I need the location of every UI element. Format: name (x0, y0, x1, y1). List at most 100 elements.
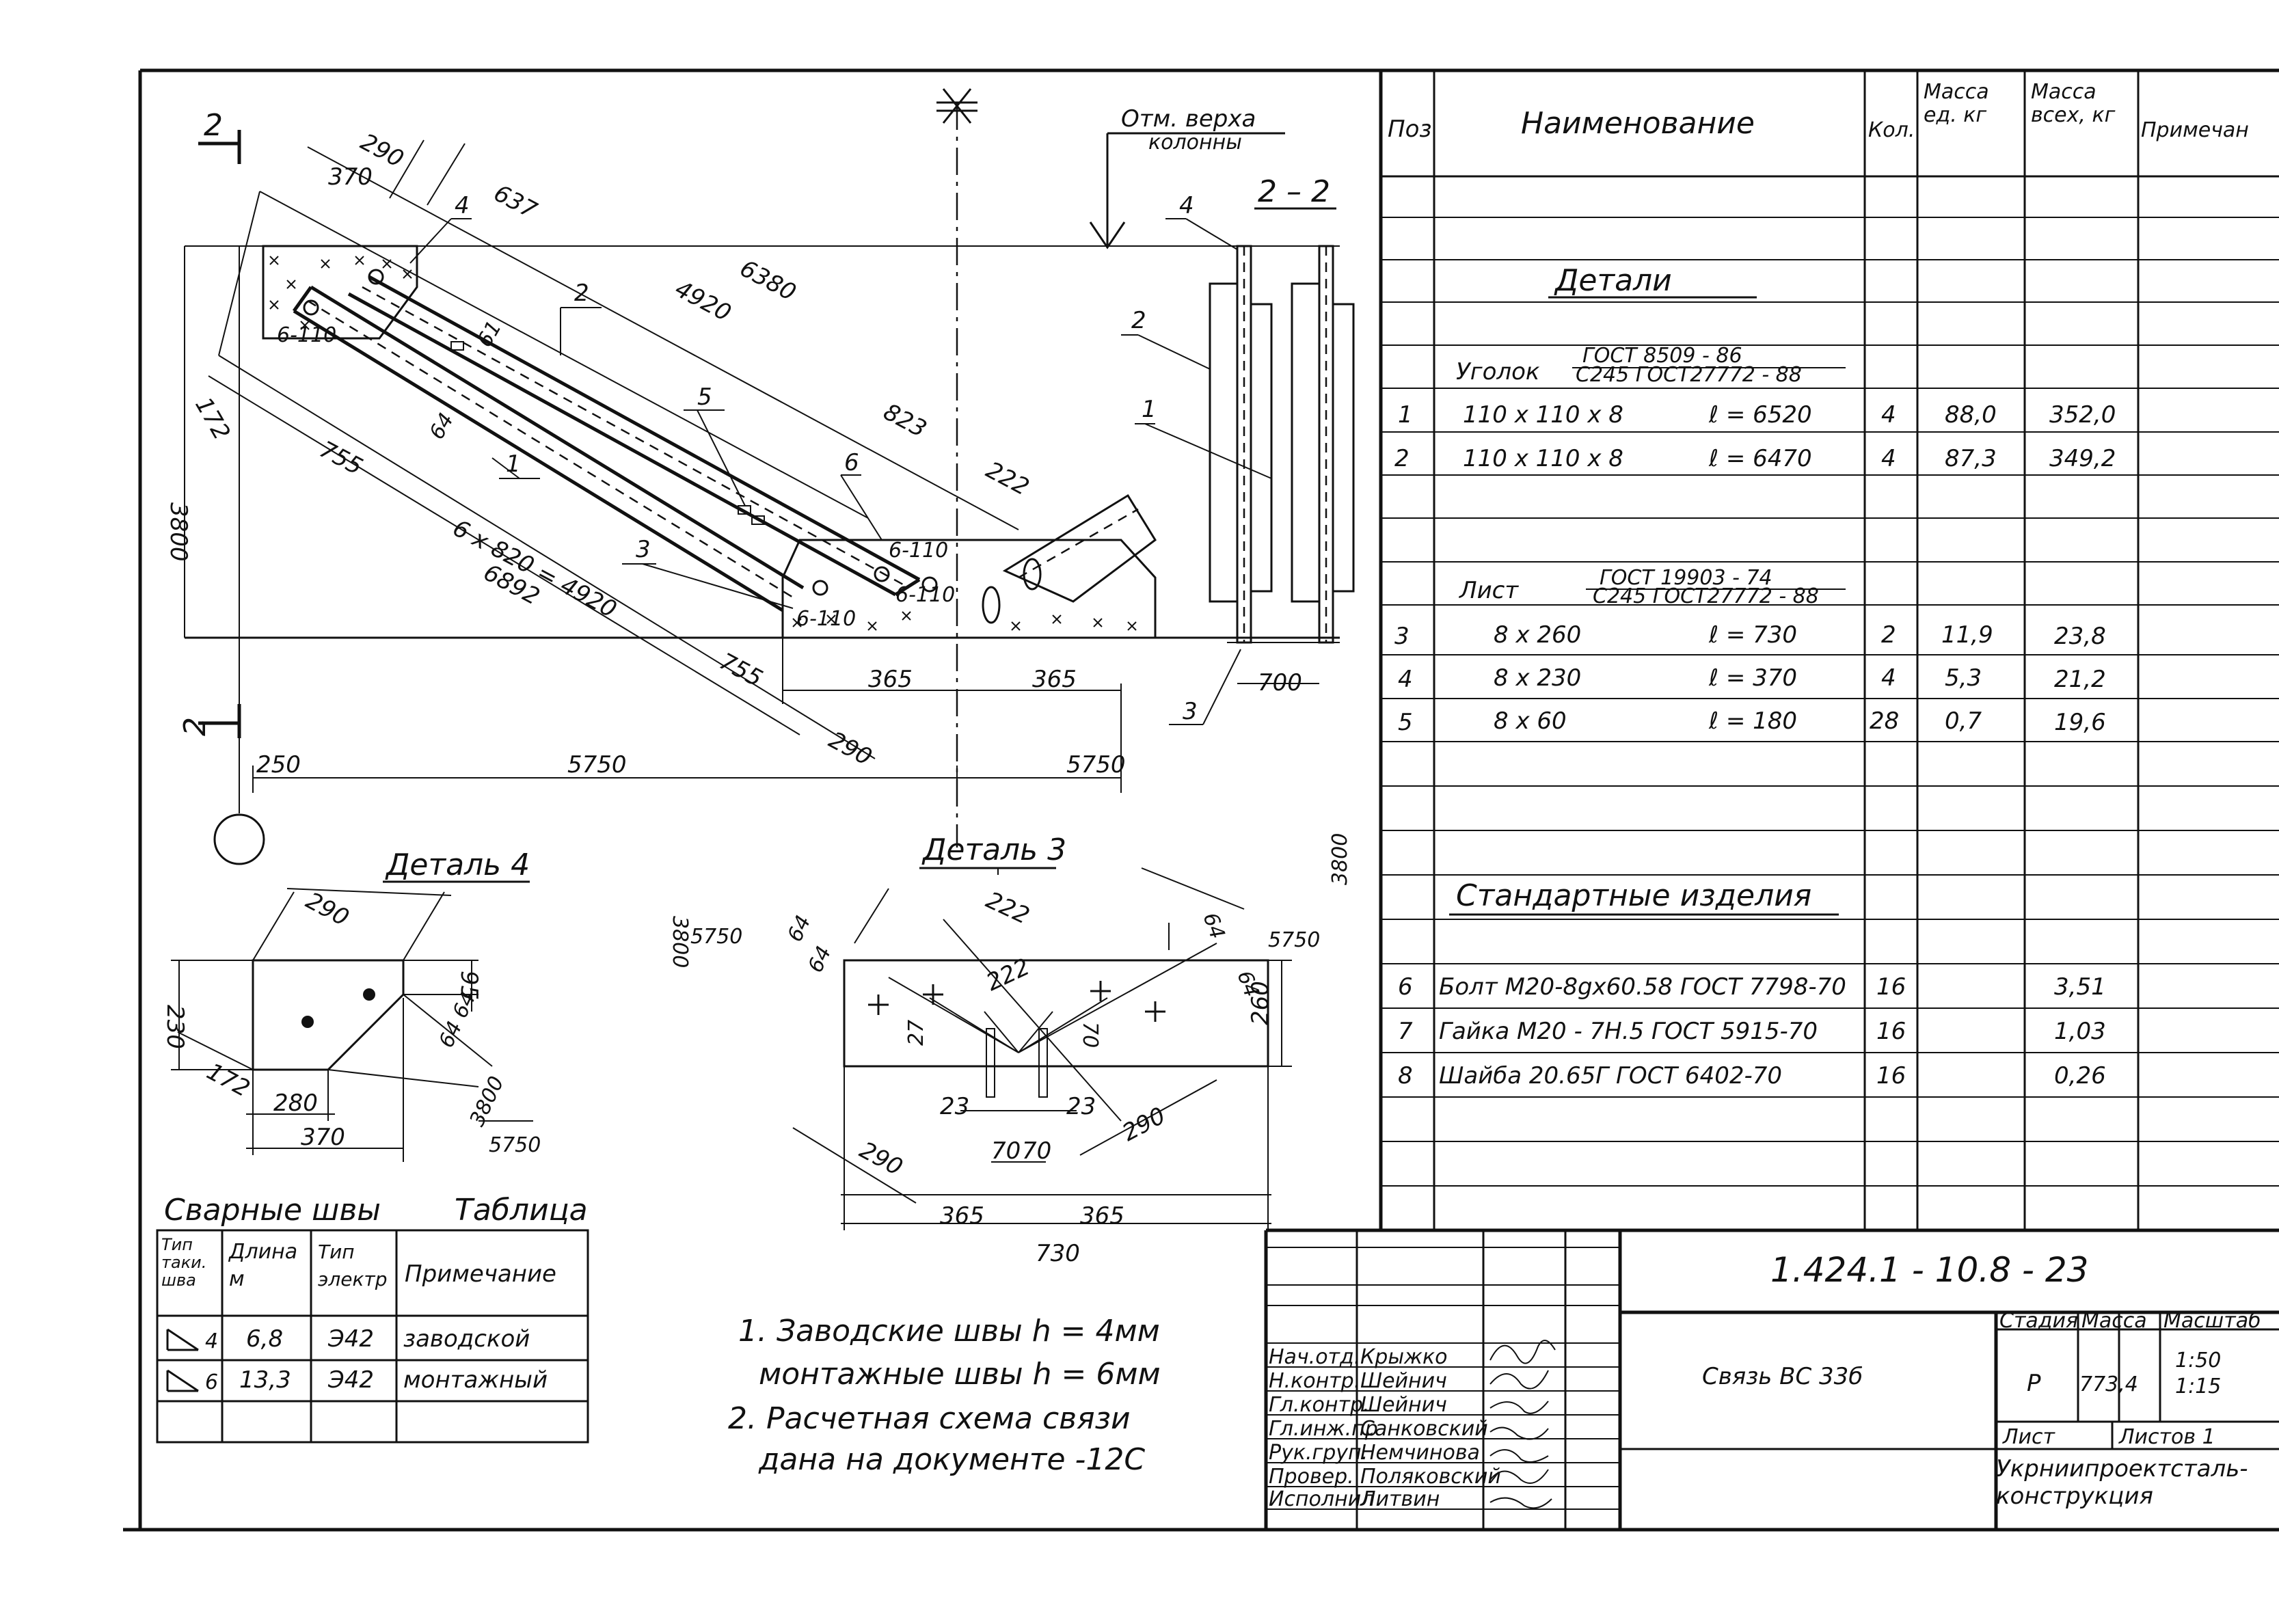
label-spec-rows-7-pos: 8 (1398, 1062, 1413, 1090)
label-drawing-dimensions-d6x820: 6 х 820 = 4920 (448, 515, 621, 624)
label-detail3-dims-b222a: 222 (982, 887, 1034, 930)
label-title-block-mass-h: Масса (2081, 1309, 2147, 1333)
label-spec-rows-3-pos: 4 (1398, 666, 1413, 693)
spec-header-name: Наименование (1521, 106, 1755, 141)
label-spec-rows-1-total: 349,2 (2049, 445, 2116, 472)
label-detail3-dims-b260: 260 (1247, 981, 1274, 1025)
signatures: Нач.отд. Крыжко Н.контр. Шейнич Гл.контр… (1269, 1345, 1501, 1511)
detail-3: Деталь 3 (668, 833, 1352, 1267)
label-title-block-sheet-h: Лист (2002, 1425, 2056, 1449)
label-title-block-people-4-name: Немчинова (1360, 1441, 1480, 1465)
label-title-block-stage-h: Стадия (1999, 1309, 2078, 1333)
label-spec-rows-4-total: 19,6 (2054, 709, 2106, 736)
label-spec-rows-5-total: 3,51 (2054, 973, 2106, 1001)
label-welds-rows-1-note: монтажный (403, 1366, 548, 1394)
label-spec-rows-0-pos: 1 (1398, 401, 1413, 429)
label-spec-rows-4-name: 8 х 60 (1494, 707, 1567, 735)
label-spec-rows-0-len: ℓ = 6520 (1708, 401, 1812, 429)
label-title-block-scale-h: Масштаб (2163, 1309, 2261, 1333)
label-spec-rows-1-unit: 87,3 (1945, 445, 1997, 472)
label-title-block-people-6-name: Литвин (1360, 1487, 1440, 1511)
pos-label-4: 4 (455, 192, 470, 219)
weld-header-length: Длина м (229, 1240, 298, 1291)
label-title-block-scale1: 1:50 (2175, 1349, 2221, 1372)
label-spec-rows-6-qty: 16 (1876, 1018, 1906, 1045)
label-drawing-dimensions-d370: 370 (328, 163, 373, 191)
label-spec-rows-1-qty: 4 (1881, 445, 1896, 472)
label-title-block-people-3-role: Гл.инж.пр (1269, 1417, 1378, 1441)
label-drawing-dimensions-d172: 172 (189, 393, 235, 445)
label-spec-rows-7-name: Шайба 20.65Г ГОСТ 6402-70 (1439, 1062, 1782, 1090)
label-welds-rows-0-type: 4 (205, 1329, 218, 1353)
section-title: 2 – 2 (1258, 174, 1330, 209)
label-drawing-dimensions-d6380: 6380 (736, 255, 800, 307)
label-spec-sheet-std-bottom: С245 ГОСТ27772 - 88 (1593, 584, 1819, 608)
label-drawing-dimensions-d3800: 3800 (165, 502, 192, 562)
label-drawing-dimensions-d365-b: 365 (1032, 666, 1077, 693)
label-spec-rows-6-total: 1,03 (2054, 1018, 2106, 1045)
welds-title: Сварные швы (164, 1193, 381, 1228)
label-spec-rows-4-unit: 0,7 (1945, 707, 1982, 735)
section-mark-top: 2 (198, 108, 241, 164)
axis-marker-circle (213, 813, 265, 865)
label-welds-rows-1-length: 13,3 (239, 1366, 291, 1394)
label-drawing-section-mark: 2 (178, 717, 213, 736)
section-2-2: 2 – 2 700 4 2 1 3 (1121, 174, 1355, 725)
label-detail3-dims-b3800r: 3800 (1328, 833, 1352, 885)
label-detail3-dims-b27: 27 (904, 1020, 928, 1046)
spec-angle-label: Уголок (1456, 358, 1540, 385)
pos-label-6: 6 (844, 449, 859, 476)
label-spec-rows-2-unit: 11,9 (1941, 621, 1993, 649)
label-spec-angle-std-bottom: С245 ГОСТ27772 - 88 (1576, 363, 1802, 387)
label-detail4-dims-a172: 172 (202, 1058, 254, 1103)
label-detail3-dims-b64c: 64 (1198, 910, 1229, 943)
detail4-title: Деталь 4 (385, 848, 530, 882)
label-spec-rows-3-qty: 4 (1881, 664, 1896, 692)
label-drawing-section-positions-1: 2 (1131, 307, 1146, 334)
weld-table: Сварные швы Таблица Тип таки. шва Длина … (156, 1193, 589, 1444)
label-spec-rows-2-len: ℓ = 730 (1708, 621, 1797, 649)
detail-4: Деталь 4 290 230 95 172 (161, 848, 541, 1162)
label-title-block-people-4-role: Рук.груп. (1269, 1441, 1368, 1465)
spec-header-note: Примечан (2141, 118, 2249, 142)
label-drawing-dimensions-d365-a: 365 (868, 666, 913, 693)
label-welds-rows-0-length: 6,8 (246, 1325, 283, 1353)
label-welds-rows-1-type: 6 (205, 1370, 218, 1394)
label-drawing-section-positions-2: 1 (1142, 396, 1157, 423)
label-detail3-dims-b3800l: 3800 (668, 916, 692, 968)
label-drawing-dimensions-hole-a: 6-110 (277, 323, 336, 347)
label-detail4-dims-a64: 64 64 (435, 988, 481, 1052)
label-title-block-people-0-name: Крыжко (1360, 1345, 1448, 1369)
label-spec-rows-0-qty: 4 (1881, 401, 1896, 429)
label-detail3-dims-b365a: 365 (940, 1202, 984, 1230)
label-drawing-dimensions-d755-b: 755 (715, 648, 767, 693)
weld-header-type: Тип таки. шва (161, 1235, 207, 1290)
label-spec-rows-6-pos: 7 (1398, 1018, 1413, 1045)
pos-label-1: 1 (506, 450, 521, 478)
pos-label-3: 3 (636, 536, 651, 563)
label-drawing-dimensions-hole-c: 6-110 (889, 539, 948, 563)
label-detail3-dims-b70a: 70 (991, 1137, 1021, 1165)
detail3-title: Деталь 3 (921, 833, 1066, 867)
diagonal-dimensions (208, 139, 1019, 759)
label-drawing-dimensions-d250: 250 (256, 751, 301, 779)
label-spec-rows-7-qty: 16 (1876, 1062, 1906, 1090)
label-detail4-dims-a5750: 5750 (489, 1133, 541, 1157)
label-drawing-section-mark: 2 (204, 108, 223, 143)
label-title-block-scale2: 1:15 (2175, 1375, 2221, 1398)
spec-header-pos: Поз (1388, 116, 1431, 143)
spec-header-unit-mass: Масса ед. кг (1924, 80, 1989, 127)
label-detail4-dims-a290: 290 (301, 887, 353, 932)
note-1b: монтажные швы h = 6мм (759, 1357, 1161, 1392)
diagonal-member-2 (347, 275, 921, 597)
label-drawing-dimensions-d5750-b: 5750 (1066, 751, 1126, 779)
brace-stub-right (1002, 493, 1157, 603)
label-drawing-dimensions-d755-a: 755 (315, 436, 367, 481)
label-spec-rows-3-len: ℓ = 370 (1708, 664, 1797, 692)
label-spec-rows-1-name: 110 х 110 х 8 (1463, 445, 1623, 472)
label-spec-sheet-std-top: ГОСТ 19903 - 74 (1600, 566, 1772, 590)
spec-header-total-mass: Масса всех, кг (2031, 80, 2116, 127)
label-spec-rows-5-pos: 6 (1398, 973, 1413, 1001)
label-title-block-people-5-name: Поляковский (1360, 1465, 1501, 1489)
